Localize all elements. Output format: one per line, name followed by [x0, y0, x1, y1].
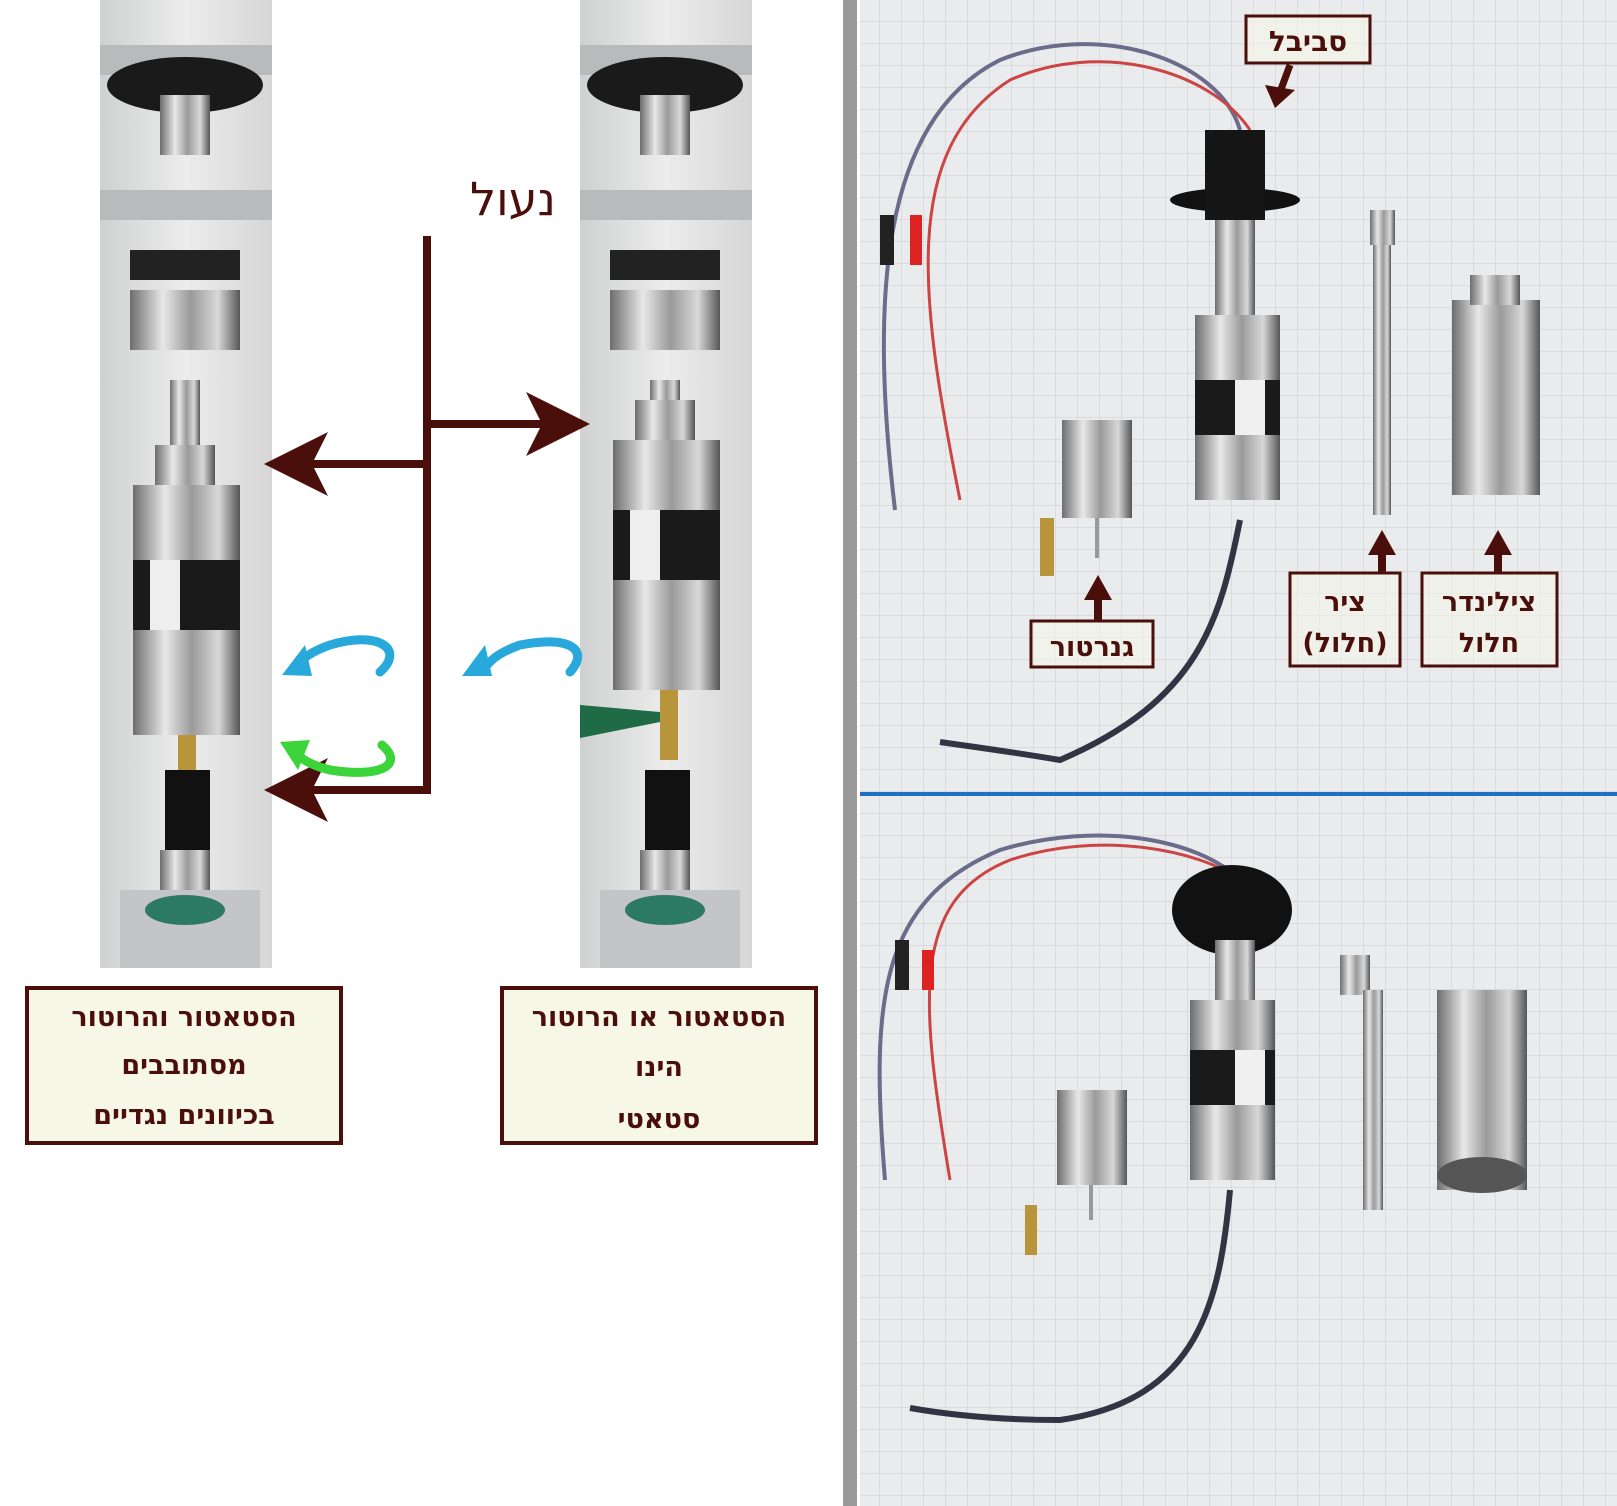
box-static: הסטאטור או הרוטור הינו סטאטי	[500, 986, 818, 1145]
box-line-2: הינו	[635, 1052, 683, 1083]
rotation-arrowhead-blue-left	[282, 645, 312, 676]
photo-components-unlabeled	[860, 796, 1617, 1506]
label-generator: גנרטור	[1029, 575, 1155, 669]
box-line-3: בכיוונים נגדיים	[93, 1100, 275, 1131]
swivel-arrow	[1276, 63, 1294, 94]
cylinder-label-line-2: חלול	[1459, 628, 1520, 659]
box-counter-rotating: הסטאטור והרוטור מסתובבים בכיוונים נגדיים	[25, 986, 343, 1145]
locked-label: נעול	[470, 172, 556, 226]
box-line-1: הסטאטור או הרוטור	[532, 1002, 786, 1033]
panel-divider	[843, 0, 857, 1506]
label-shaft: ציר (חלול)	[1288, 530, 1402, 668]
box-line-2: מסתובבים	[121, 1050, 246, 1081]
rotation-arrowhead-green	[280, 740, 310, 770]
swivel-label: סביבל	[1269, 25, 1347, 58]
rotation-arrowhead-blue-right	[462, 645, 492, 676]
rotation-arrow-green	[290, 740, 396, 777]
box-line-1: הסטאטור והרוטור	[71, 1002, 296, 1033]
shaft-label-line-1: ציר	[1324, 587, 1366, 618]
label-swivel: סביבל	[1244, 14, 1372, 108]
cylinder-label-line-1: צילינדר	[1442, 587, 1536, 618]
photo-components-labeled	[860, 0, 1617, 793]
generator-label: גנרטור	[1050, 632, 1134, 663]
photo-separator-line	[860, 792, 1617, 796]
label-cylinder: צילינדר חלול	[1420, 530, 1559, 668]
box-line-3: סטאטי	[618, 1104, 701, 1135]
locked-arrows	[264, 236, 590, 822]
photo-assembly-counter-rotating	[100, 0, 272, 968]
shaft-label-line-2: (חלול)	[1302, 628, 1387, 659]
photo-assembly-static	[580, 0, 752, 968]
rotation-arrow-blue-right	[480, 637, 583, 677]
